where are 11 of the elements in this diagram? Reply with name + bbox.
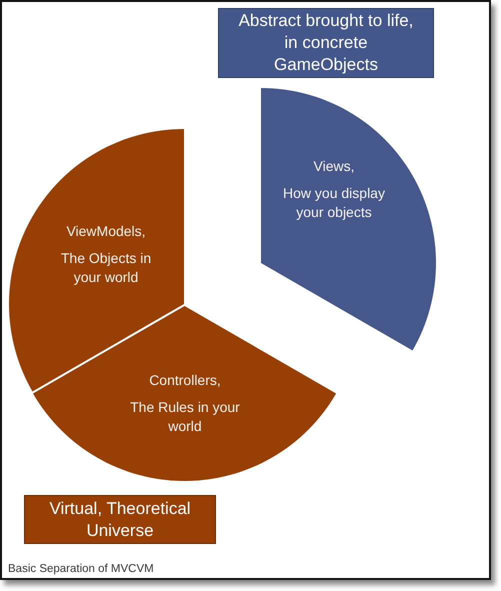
slice-text: The Objects in your world bbox=[60, 250, 152, 285]
slice-text: How you display your objects bbox=[283, 185, 385, 220]
label-box bbox=[24, 495, 216, 544]
label-box bbox=[218, 8, 434, 78]
slice-heading: Views, bbox=[314, 158, 354, 174]
slice-heading: ViewModels, bbox=[66, 222, 146, 239]
caption: Basic Separation of MVCVM bbox=[8, 563, 154, 575]
slice-heading: Controllers, bbox=[149, 372, 221, 388]
slice-text: The Rules in your world bbox=[130, 398, 240, 434]
box-label: Abstract brought to life, in concrete GameObjects bbox=[238, 10, 414, 76]
box-label: Virtual, Theoretical Universe bbox=[48, 498, 192, 542]
